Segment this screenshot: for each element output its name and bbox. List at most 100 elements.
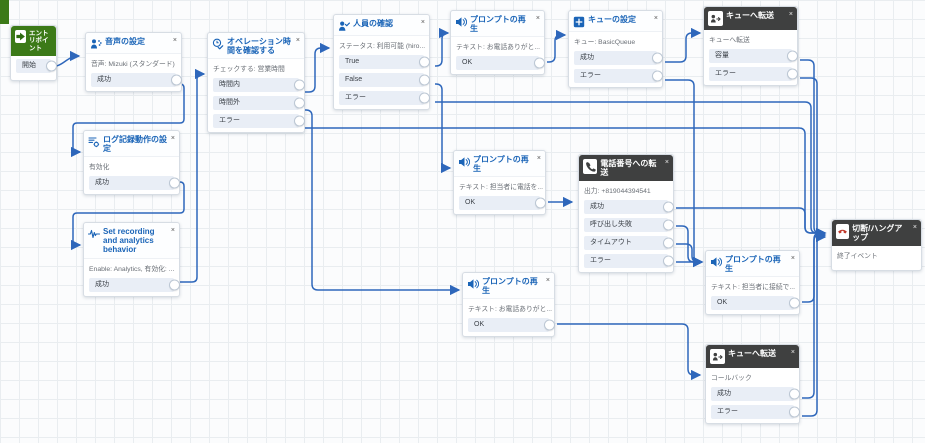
wire-phone-success-disconnect bbox=[676, 207, 827, 239]
output-port[interactable] bbox=[789, 297, 800, 309]
output-label: エラー bbox=[345, 94, 366, 101]
output-row-call-failed[interactable]: 呼び出し失敗 bbox=[584, 218, 674, 233]
node-title: プロンプトの再生 bbox=[725, 255, 781, 274]
wire-staffing-false-prompt2 bbox=[435, 83, 452, 174]
output-row-success[interactable]: 成功 bbox=[711, 387, 800, 401]
close-icon[interactable]: × bbox=[170, 227, 175, 234]
logging-gear-icon bbox=[88, 136, 100, 148]
close-icon[interactable]: × bbox=[545, 277, 550, 284]
node-set-logging-behavior[interactable]: ログ記録動作の設定 × 有効化 成功 bbox=[83, 130, 180, 196]
output-port[interactable] bbox=[544, 319, 555, 331]
node-title: エントリポイント bbox=[29, 30, 49, 52]
close-icon[interactable]: × bbox=[170, 135, 175, 142]
output-row-success[interactable]: 成功 bbox=[89, 176, 180, 191]
output-row-error[interactable]: エラー bbox=[213, 114, 305, 129]
node-title: キューの設定 bbox=[588, 15, 636, 24]
output-row-error[interactable]: エラー bbox=[709, 67, 798, 81]
output-port[interactable] bbox=[652, 70, 663, 82]
output-port[interactable] bbox=[169, 177, 180, 189]
output-port[interactable] bbox=[294, 97, 305, 109]
wire-prompt1-queueset bbox=[547, 29, 567, 63]
wire-recording-hours bbox=[176, 68, 206, 283]
output-port[interactable] bbox=[652, 52, 663, 64]
close-icon[interactable]: × bbox=[295, 37, 300, 44]
wire-hours-outhours-prompt4 bbox=[297, 109, 461, 296]
output-row-out-of-hours[interactable]: 時間外 bbox=[213, 96, 305, 111]
output-port[interactable] bbox=[789, 406, 800, 418]
output-label: 成功 bbox=[580, 54, 594, 61]
node-check-staffing[interactable]: 人員の確認 × ステータス: 利用可能 (hiro... True False … bbox=[333, 14, 430, 110]
node-play-prompt-2[interactable]: プロンプトの再生 × テキスト: 担当者に電話を... OK bbox=[453, 150, 546, 216]
output-port[interactable] bbox=[46, 60, 57, 72]
close-icon[interactable]: × bbox=[535, 15, 540, 22]
output-row-error[interactable]: エラー bbox=[339, 91, 430, 105]
node-play-prompt-1[interactable]: プロンプトの再生 × テキスト: お電話ありがと... OK bbox=[450, 10, 545, 76]
output-row-ok[interactable]: OK bbox=[459, 196, 546, 211]
node-title: キューへ転送 bbox=[726, 11, 774, 20]
close-icon[interactable]: × bbox=[664, 159, 669, 166]
output-row-ok[interactable]: OK bbox=[456, 56, 545, 71]
output-row-error[interactable]: エラー bbox=[584, 254, 674, 269]
node-check-hours-of-operation[interactable]: オペレーション時間を確認する × チェックする: 営業時間 時間内 時間外 エラ… bbox=[207, 32, 305, 134]
output-label: 成功 bbox=[590, 203, 604, 211]
output-label: 成功 bbox=[95, 280, 109, 288]
output-row-in-hours[interactable]: 時間内 bbox=[213, 78, 305, 93]
output-row-false[interactable]: False bbox=[339, 73, 430, 87]
node-transfer-to-queue-2[interactable]: キューへ転送 × コールバック 成功 エラー bbox=[705, 344, 800, 424]
output-row-ok[interactable]: OK bbox=[468, 318, 555, 333]
output-row-success[interactable]: 成功 bbox=[91, 73, 182, 87]
output-port[interactable] bbox=[535, 197, 546, 209]
output-port[interactable] bbox=[419, 74, 430, 86]
close-icon[interactable]: × bbox=[420, 19, 425, 26]
node-disconnect-hangup[interactable]: 切断/ハングアップ × 終了イベント bbox=[831, 219, 922, 272]
output-port[interactable] bbox=[419, 92, 430, 104]
close-icon[interactable]: × bbox=[536, 155, 541, 162]
close-icon[interactable]: × bbox=[790, 255, 795, 262]
close-icon[interactable]: × bbox=[912, 224, 917, 231]
node-set-queue[interactable]: キューの設定 × キュー: BasicQueue 成功 エラー bbox=[568, 10, 663, 88]
queue-plus-icon bbox=[573, 16, 585, 28]
node-title: オペレーション時間を確認する bbox=[227, 37, 291, 56]
output-port[interactable] bbox=[787, 50, 798, 62]
node-play-prompt-3[interactable]: プロンプトの再生 × テキスト: 担当者に接続で... OK bbox=[705, 250, 800, 316]
output-label: 成功 bbox=[717, 390, 731, 397]
output-port[interactable] bbox=[169, 279, 180, 291]
output-port[interactable] bbox=[663, 255, 674, 267]
close-icon[interactable]: × bbox=[172, 37, 177, 44]
output-port[interactable] bbox=[663, 219, 674, 231]
close-icon[interactable]: × bbox=[788, 11, 793, 18]
output-label: 開始 bbox=[22, 62, 36, 70]
output-port[interactable] bbox=[663, 237, 674, 249]
output-port[interactable] bbox=[663, 201, 674, 213]
output-port[interactable] bbox=[294, 79, 305, 91]
output-row-ok[interactable]: OK bbox=[711, 296, 800, 311]
output-row-success[interactable]: 成功 bbox=[584, 200, 674, 215]
output-row-success[interactable]: 成功 bbox=[574, 51, 663, 65]
output-row-start[interactable]: 開始 bbox=[16, 59, 57, 74]
output-port[interactable] bbox=[787, 68, 798, 80]
node-transfer-to-queue-1[interactable]: キューへ転送 × キューへ転送 容量 エラー bbox=[703, 6, 798, 86]
output-row-true[interactable]: True bbox=[339, 55, 430, 69]
output-port[interactable] bbox=[789, 388, 800, 400]
node-entry-point[interactable]: エントリポイント 開始 bbox=[10, 25, 57, 82]
entry-arrow-icon bbox=[15, 30, 26, 43]
node-set-voice[interactable]: 音声の設定 × 音声: Mizuki (スタンダード) 成功 bbox=[85, 32, 182, 92]
output-port[interactable] bbox=[534, 57, 545, 69]
node-parameters: 終了イベント bbox=[837, 253, 878, 261]
output-row-error[interactable]: エラー bbox=[574, 69, 663, 83]
output-port[interactable] bbox=[171, 74, 182, 86]
node-transfer-to-phone-number[interactable]: 電話番号への転送 × 出力: +819044394541 成功 呼び出し失敗 タ… bbox=[578, 154, 674, 274]
wire-staffing-true-prompt1 bbox=[435, 27, 450, 67]
close-icon[interactable]: × bbox=[790, 349, 795, 356]
output-row-at-capacity[interactable]: 容量 bbox=[709, 49, 798, 63]
wire-qtransfer1-error-disconnect bbox=[800, 77, 827, 241]
node-play-prompt-4[interactable]: プロンプトの再生 × テキスト: お電話ありがと... OK bbox=[462, 272, 555, 338]
output-port[interactable] bbox=[419, 56, 430, 68]
close-icon[interactable]: × bbox=[653, 15, 658, 22]
output-row-error[interactable]: エラー bbox=[711, 405, 800, 419]
output-row-timeout[interactable]: タイムアウト bbox=[584, 236, 674, 251]
output-row-success[interactable]: 成功 bbox=[89, 277, 180, 292]
node-set-recording-analytics[interactable]: Set recording and analytics behavior × E… bbox=[83, 222, 180, 297]
output-port[interactable] bbox=[294, 115, 305, 127]
